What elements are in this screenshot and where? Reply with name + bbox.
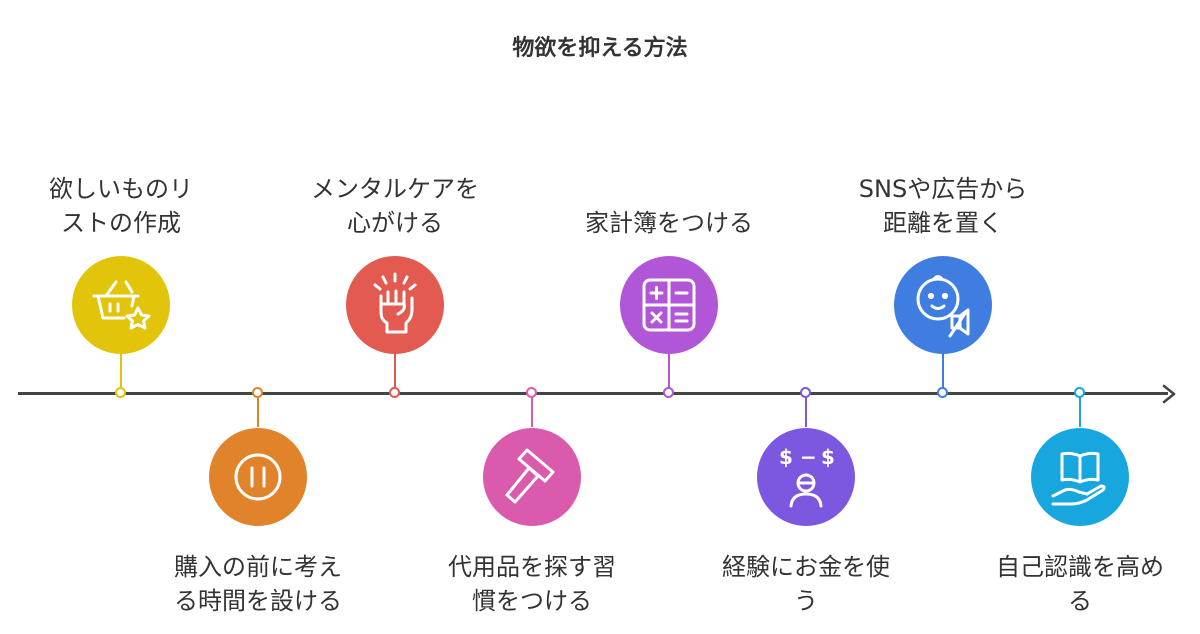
step-label-1: 欲しいものリ ストの作成 <box>1 172 241 240</box>
timeline-dot-5 <box>663 387 674 398</box>
stem-1 <box>120 340 122 390</box>
step-label-3-line-2: 心がける <box>347 209 443 237</box>
step-label-3-line-1: メンタルケアを <box>311 175 479 203</box>
stem-2 <box>257 397 259 427</box>
step-label-4-line-2: 慣をつける <box>472 587 592 615</box>
stem-6 <box>805 397 807 427</box>
step-label-1-line-2: ストの作成 <box>61 209 181 237</box>
person-money-icon: $ − $ <box>779 445 835 508</box>
step-circle-3 <box>346 256 444 354</box>
timeline-dot-7 <box>937 387 948 398</box>
step-label-6-line-2: う <box>794 587 818 615</box>
book-hand-icon <box>1051 451 1106 506</box>
step-label-6-line-1: 経験にお金を使 <box>722 553 890 581</box>
step-label-5: 家計簿をつける <box>549 206 789 240</box>
step-circle-1 <box>72 256 170 354</box>
step-label-7-line-2: 距離を置く <box>883 209 1003 237</box>
fist-icon <box>373 272 417 334</box>
step-label-7-line-1: SNSや広告から <box>858 175 1028 203</box>
step-circle-7 <box>894 256 992 354</box>
stem-7 <box>942 340 944 390</box>
timeline-dot-3 <box>389 387 400 398</box>
step-label-8: 自己認識を高め る <box>960 550 1200 618</box>
step-circle-5 <box>620 256 718 354</box>
svg-text:−: − <box>800 445 817 469</box>
step-label-6: 経験にお金を使 う <box>686 550 926 618</box>
svg-text:$: $ <box>821 445 835 469</box>
calculator-icon <box>642 278 696 332</box>
stem-5 <box>668 340 670 390</box>
step-circle-6: $ − $ <box>757 428 855 526</box>
timeline-dot-1 <box>115 387 126 398</box>
diagram-title: 物欲を抑える方法 <box>512 36 688 61</box>
timeline-dot-8 <box>1074 387 1085 398</box>
step-circle-2 <box>209 428 307 526</box>
step-label-4: 代用品を探す習 慣をつける <box>412 550 652 618</box>
stem-8 <box>1079 397 1081 427</box>
pause-icon <box>234 453 282 501</box>
timeline-dot-6 <box>800 387 811 398</box>
step-label-1-line-1: 欲しいものリ <box>49 175 193 203</box>
step-circle-8 <box>1031 428 1129 526</box>
step-label-4-line-1: 代用品を探す習 <box>448 553 616 581</box>
timeline-dot-2 <box>252 387 263 398</box>
step-circle-4 <box>483 428 581 526</box>
step-label-2-line-2: る時間を設ける <box>174 587 342 615</box>
basket-star-icon <box>92 280 151 330</box>
timeline-axis <box>18 392 1168 395</box>
timeline-arrowhead-icon <box>1162 384 1176 404</box>
step-label-8-line-1: 自己認識を高め <box>996 553 1164 581</box>
step-label-5-line-1: 家計簿をつける <box>585 209 753 237</box>
svg-text:$: $ <box>779 445 793 469</box>
hammer-icon <box>505 448 555 504</box>
stem-4 <box>531 397 533 427</box>
step-label-8-line-2: る <box>1068 587 1092 615</box>
timeline-dot-4 <box>526 387 537 398</box>
baby-mute-icon <box>916 275 970 338</box>
stem-3 <box>394 340 396 390</box>
step-label-3: メンタルケアを 心がける <box>275 172 515 240</box>
step-label-2-line-1: 購入の前に考え <box>174 553 342 581</box>
step-label-2: 購入の前に考え る時間を設ける <box>138 550 378 618</box>
step-label-7: SNSや広告から 距離を置く <box>823 172 1063 240</box>
